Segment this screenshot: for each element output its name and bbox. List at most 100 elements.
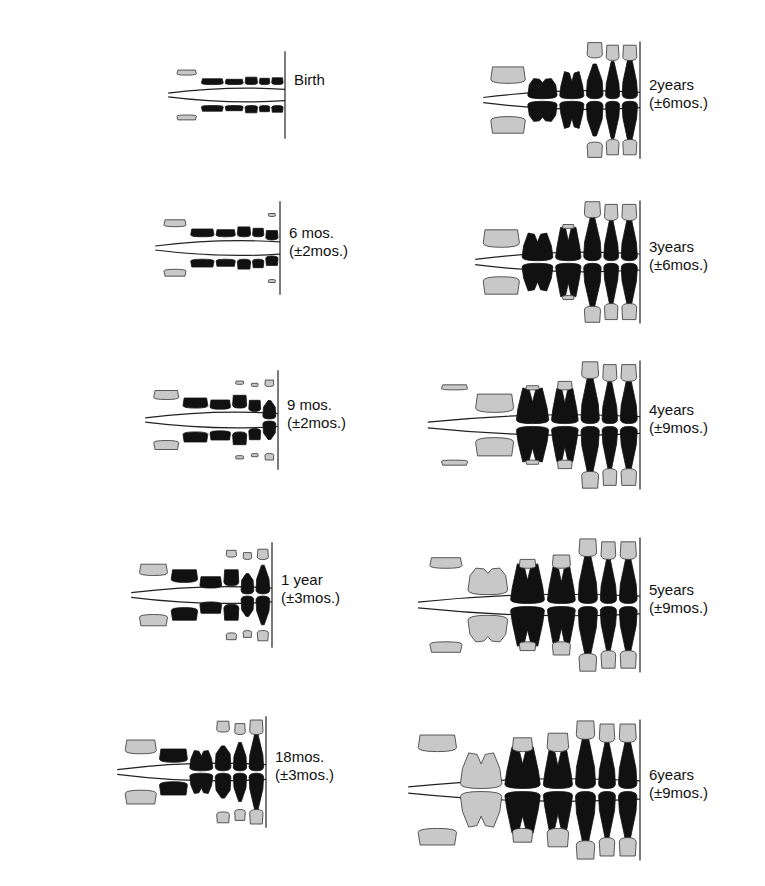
primary-tooth xyxy=(233,773,246,801)
primary-tooth xyxy=(233,432,247,445)
developing-tooth xyxy=(558,381,573,390)
primary-tooth xyxy=(586,64,603,99)
developing-tooth xyxy=(599,724,614,742)
primary-tooth xyxy=(256,565,270,594)
primary-tooth xyxy=(578,551,597,604)
primary-tooth xyxy=(556,227,581,261)
primary-tooth xyxy=(621,263,637,307)
age-label: 6 mos. (±2mos.) xyxy=(289,224,361,260)
developing-tooth xyxy=(268,280,275,283)
developing-tooth xyxy=(622,304,637,320)
age-label: 3years (±6mos.) xyxy=(649,238,721,274)
developing-tooth xyxy=(164,269,186,276)
age-label: Birth xyxy=(294,71,366,89)
primary-tooth xyxy=(241,596,254,616)
developing-tooth xyxy=(547,828,569,846)
gum-line xyxy=(145,412,278,418)
primary-tooth xyxy=(505,792,540,834)
developing-tooth xyxy=(587,43,602,58)
primary-tooth xyxy=(528,79,557,99)
primary-tooth xyxy=(253,259,264,268)
developing-tooth xyxy=(251,454,258,457)
primary-tooth xyxy=(622,101,637,143)
primary-tooth xyxy=(552,426,579,461)
developing-tooth xyxy=(576,721,594,739)
primary-tooth xyxy=(245,77,257,84)
developing-tooth xyxy=(599,838,614,856)
developing-tooth xyxy=(164,220,186,227)
primary-tooth xyxy=(604,263,619,305)
primary-tooth xyxy=(201,79,223,85)
developing-tooth xyxy=(582,471,599,488)
primary-tooth xyxy=(216,230,235,237)
developing-tooth xyxy=(154,391,179,400)
primary-tooth xyxy=(600,558,616,604)
developing-tooth xyxy=(606,45,619,60)
developing-tooth xyxy=(558,460,573,469)
developing-tooth xyxy=(265,380,274,387)
primary-tooth xyxy=(576,792,596,847)
primary-tooth xyxy=(171,570,197,583)
primary-tooth xyxy=(183,398,208,408)
developing-tooth xyxy=(250,810,263,825)
primary-tooth xyxy=(578,607,597,660)
primary-tooth xyxy=(581,373,599,424)
primary-tooth xyxy=(191,229,214,237)
primary-tooth xyxy=(249,429,261,440)
developing-tooth xyxy=(547,733,569,751)
primary-tooth xyxy=(600,607,616,653)
age-label: 18mos. (±3mos.) xyxy=(275,748,347,784)
developing-tooth xyxy=(584,202,600,218)
primary-tooth xyxy=(241,574,254,594)
primary-tooth xyxy=(584,215,601,260)
primary-tooth xyxy=(216,259,235,266)
primary-tooth xyxy=(516,426,548,462)
primary-tooth xyxy=(543,750,572,788)
primary-tooth xyxy=(215,773,231,798)
primary-tooth xyxy=(547,607,575,644)
developing-tooth xyxy=(236,456,244,459)
primary-tooth xyxy=(619,738,637,789)
midline xyxy=(265,716,266,827)
developing-tooth xyxy=(491,67,526,84)
developing-tooth xyxy=(526,460,539,464)
primary-tooth xyxy=(606,101,620,138)
developing-tooth xyxy=(476,394,514,412)
age-label: 4years (±9mos.) xyxy=(649,401,721,437)
developing-tooth xyxy=(587,142,602,157)
developing-tooth xyxy=(257,631,268,641)
primary-tooth xyxy=(259,78,270,84)
developing-tooth xyxy=(441,460,467,465)
primary-tooth xyxy=(619,792,637,843)
developing-tooth xyxy=(177,115,197,120)
age-label: 2years (±6mos.) xyxy=(649,76,721,112)
developing-tooth xyxy=(483,230,519,248)
primary-tooth xyxy=(586,101,603,136)
developing-tooth xyxy=(519,559,536,568)
primary-tooth xyxy=(171,608,197,621)
primary-tooth xyxy=(552,389,579,424)
developing-tooth xyxy=(476,438,514,456)
developing-tooth xyxy=(177,70,197,75)
primary-tooth xyxy=(263,421,276,439)
developing-tooth xyxy=(140,615,168,626)
primary-tooth xyxy=(599,741,616,789)
developing-tooth xyxy=(430,642,462,653)
primary-tooth xyxy=(620,426,637,472)
midline xyxy=(639,537,640,672)
developing-tooth xyxy=(235,724,246,735)
primary-tooth xyxy=(602,426,617,470)
primary-tooth xyxy=(200,602,222,613)
developing-tooth xyxy=(236,381,244,384)
primary-tooth xyxy=(272,106,283,113)
primary-tooth xyxy=(210,431,231,440)
primary-tooth xyxy=(606,62,620,99)
age-label: 5years (±9mos.) xyxy=(649,581,721,617)
primary-tooth xyxy=(522,263,553,291)
developing-tooth xyxy=(125,740,156,754)
developing-tooth xyxy=(519,642,536,651)
developing-tooth xyxy=(513,828,533,842)
developing-tooth xyxy=(582,362,599,379)
primary-tooth xyxy=(604,219,619,261)
developing-tooth xyxy=(217,812,230,823)
